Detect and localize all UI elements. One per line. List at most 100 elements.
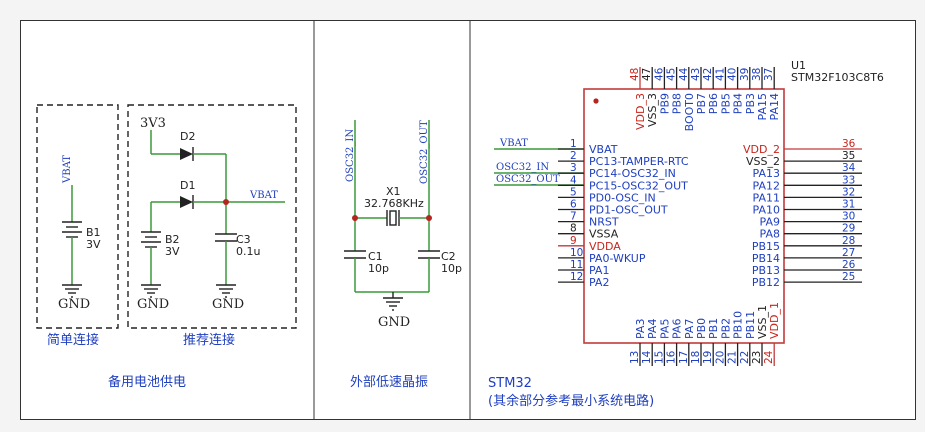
right-pin-26-name: PB13	[752, 264, 780, 277]
right-pin-25-name: PB12	[752, 276, 780, 289]
c3-gnd-label: GND	[212, 297, 244, 312]
top-pin-44-number: 44	[678, 67, 690, 81]
left-pin-11-name: PA1	[589, 264, 609, 277]
bottom-pin-15-number: 15	[653, 351, 665, 364]
b2-value: 3V	[165, 245, 180, 258]
left-pin-8-number: 8	[570, 223, 577, 235]
simple-caption: 简单连接	[47, 332, 99, 348]
right-pin-25-number: 25	[842, 271, 855, 283]
bottom-pin-16-number: 16	[666, 350, 678, 364]
bottom-pin-20-name: PB2	[719, 318, 732, 339]
bottom-pin-17-number: 17	[678, 351, 690, 364]
top-pin-42-number: 42	[702, 68, 714, 81]
chip-osc32-in-wire-label: OSC32_IN	[496, 162, 549, 173]
bottom-pin-24-number: 24	[763, 350, 775, 364]
top-pin-38-name: PA15	[756, 93, 769, 120]
c1-ref: C1	[368, 250, 383, 263]
crystal-gnd-label: GND	[378, 315, 410, 330]
left-pin-9-name: VDDA	[589, 240, 621, 253]
b2-ref: B2	[165, 233, 180, 246]
top-pin-48-number: 48	[629, 68, 641, 81]
top-pin-38-number: 38	[751, 68, 763, 81]
right-pin-27-name: PB14	[752, 252, 780, 265]
top-pin-41-number: 41	[714, 68, 726, 81]
crystal-section-caption: 外部低速晶振	[350, 375, 428, 390]
right-pin-29-name: PA8	[760, 228, 780, 241]
c2-ref: C2	[441, 250, 456, 263]
right-pin-34-number: 34	[842, 162, 856, 174]
left-pin-9-number: 9	[570, 235, 577, 247]
left-pin-7-name: NRST	[589, 216, 619, 229]
c3-ref: C3	[236, 233, 251, 246]
simple-gnd-label: GND	[58, 297, 90, 312]
right-pin-31-number: 31	[842, 199, 855, 211]
right-pin-34-name: PA13	[753, 167, 780, 180]
d1-ref: D1	[180, 179, 195, 192]
d2-ref: D2	[180, 130, 195, 143]
right-pin-30-number: 30	[842, 211, 855, 223]
chip-caption-line1: STM32	[488, 376, 532, 391]
top-pin-48-name: VDD_3	[634, 93, 647, 130]
top-pin-39-number: 39	[739, 68, 751, 81]
top-pin-39-name: PB3	[744, 93, 757, 114]
left-pin-4-number: 4	[570, 174, 577, 186]
bottom-pin-23-number: 23	[751, 351, 763, 364]
c2-value: 10p	[441, 262, 462, 275]
bottom-pin-13-number: 13	[629, 351, 641, 364]
c3-value: 0.1u	[236, 245, 260, 258]
bottom-pin-18-number: 18	[690, 351, 702, 364]
top-pin-41-name: PB5	[719, 93, 732, 114]
left-pin-2-number: 2	[570, 150, 577, 162]
right-pin-33-number: 33	[842, 174, 855, 186]
top-pin-43-name: PB7	[695, 93, 708, 114]
osc32-in-vertical-label: OSC32_IN	[345, 129, 356, 182]
left-pin-1-number: 1	[570, 138, 577, 150]
battery-section-caption: 备用电池供电	[108, 374, 186, 390]
bottom-pin-14-name: PA4	[646, 319, 659, 339]
top-pin-44-name: BOOT0	[683, 93, 696, 131]
chip-osc32-out-wire-label: OSC32_OUT	[496, 174, 560, 185]
left-pin-5-name: PD0-OSC_IN	[589, 191, 656, 204]
chip-vbat-wire-label: VBAT	[499, 138, 528, 149]
bottom-pin-14-number: 14	[641, 350, 653, 364]
left-pin-10-name: PA0-WKUP	[589, 252, 646, 265]
bottom-pin-16-name: PA6	[671, 319, 684, 339]
simple-connection-box	[36, 104, 119, 329]
b2-gnd-label: GND	[137, 297, 169, 312]
bottom-pin-19-number: 19	[702, 351, 714, 364]
left-pin-3-number: 3	[570, 162, 577, 174]
bottom-pin-21-number: 21	[727, 351, 739, 364]
schematic-frame	[20, 20, 916, 420]
left-pin-4-name: PC15-OSC32_OUT	[589, 179, 688, 192]
stm32-chip-body	[583, 88, 785, 344]
x1-value: 32.768KHz	[364, 197, 424, 210]
b1-ref: B1	[86, 226, 101, 239]
left-pin-10-number: 10	[570, 247, 583, 259]
bottom-pin-17-name: PA7	[683, 319, 696, 339]
recommended-circuit	[141, 130, 285, 298]
right-pin-28-number: 28	[842, 235, 855, 247]
right-pin-28-name: PB15	[752, 240, 780, 253]
top-pin-43-number: 43	[690, 68, 702, 81]
top-pin-47-number: 47	[641, 68, 653, 81]
supply-3v3-label: 3V3	[140, 116, 166, 131]
right-pin-32-name: PA11	[753, 191, 780, 204]
bottom-pin-13-name: PA3	[634, 319, 647, 339]
top-pin-46-name: PB9	[658, 93, 671, 114]
top-pin-46-number: 46	[653, 67, 665, 81]
left-pin-6-number: 6	[570, 199, 577, 211]
right-pin-36-name: VDD_2	[743, 143, 780, 156]
left-pin-11-number: 11	[570, 259, 583, 271]
pin1-marker	[593, 98, 599, 104]
chip-caption-line2: (其余部分参考最小系统电路)	[488, 393, 654, 409]
bottom-pin-22-name: PB11	[744, 311, 757, 339]
bottom-pin-22-number: 22	[739, 351, 751, 364]
top-pin-47-name: VSS_3	[646, 93, 659, 127]
left-pin-5-number: 5	[570, 186, 577, 198]
top-pin-42-name: PB6	[707, 93, 720, 114]
left-pin-3-name: PC14-OSC32_IN	[589, 167, 676, 180]
left-pin-6-name: PD1-OSC_OUT	[589, 204, 668, 217]
left-pin-2-name: PC13-TAMPER-RTC	[589, 155, 689, 168]
bottom-pin-21-name: PB10	[732, 311, 745, 339]
